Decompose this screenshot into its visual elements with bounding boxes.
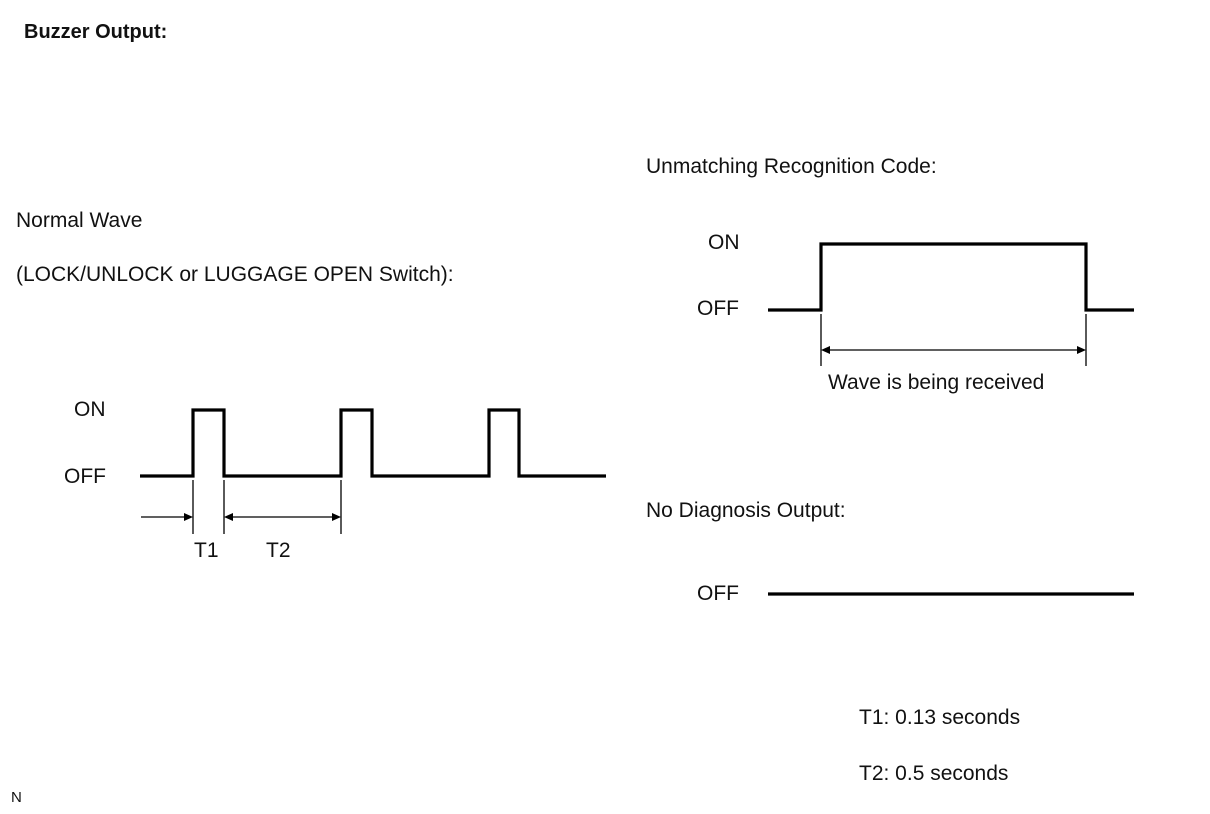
unmatching-on-label: ON bbox=[708, 231, 740, 254]
legend-t1: T1: 0.13 seconds bbox=[859, 706, 1021, 729]
t2-arrow-head-left bbox=[224, 513, 233, 521]
normal-wave-heading: Normal Wave bbox=[16, 209, 143, 232]
corner-mark: N bbox=[11, 789, 22, 806]
unmatching-heading: Unmatching Recognition Code: bbox=[646, 155, 937, 178]
received-span-marker bbox=[820, 314, 1087, 366]
normal-wave-off-label: OFF bbox=[64, 465, 106, 488]
unmatching-off-label: OFF bbox=[697, 297, 739, 320]
normal-wave-on-label: ON bbox=[74, 398, 106, 421]
no-diagnosis-heading: No Diagnosis Output: bbox=[646, 499, 846, 522]
unmatching-wave-trace bbox=[768, 242, 1134, 312]
received-arrow-head-right bbox=[1077, 346, 1086, 354]
normal-wave-subheading: (LOCK/UNLOCK or LUGGAGE OPEN Switch): bbox=[16, 263, 454, 286]
timing-markers bbox=[141, 480, 342, 534]
received-arrow-head-left bbox=[821, 346, 830, 354]
t2-label: T2 bbox=[266, 539, 291, 562]
no-diagnosis-off-label: OFF bbox=[697, 582, 739, 605]
legend-t2: T2: 0.5 seconds bbox=[859, 762, 1009, 785]
normal-wave-trace bbox=[140, 408, 606, 478]
t2-arrow-head-right bbox=[332, 513, 341, 521]
t1-arrow-head bbox=[184, 513, 193, 521]
t1-label: T1 bbox=[194, 539, 219, 562]
page-title: Buzzer Output: bbox=[24, 21, 168, 43]
wave-received-annotation: Wave is being received bbox=[828, 371, 1045, 394]
